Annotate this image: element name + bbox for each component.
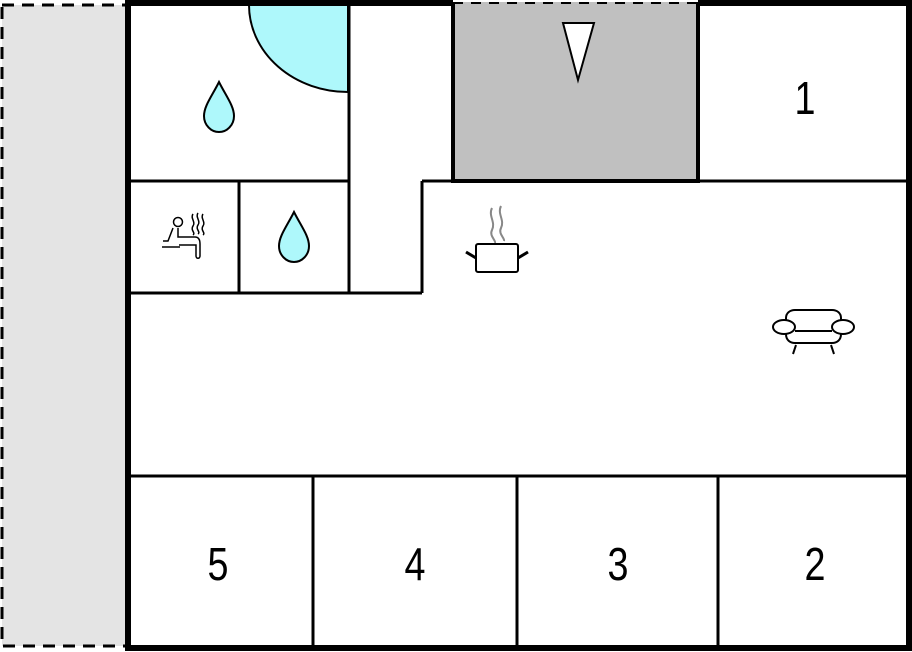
- stair-arrow-icon: [561, 22, 596, 84]
- armchair-icon: [772, 309, 855, 355]
- shower-area: [247, 4, 349, 94]
- water-drop-icon: [202, 79, 236, 134]
- room-label-1: 1: [794, 72, 816, 124]
- room-label-4: 4: [404, 538, 426, 590]
- sauna-icon: [162, 212, 205, 259]
- cooking-pot-icon: [465, 205, 529, 273]
- room-label-2: 2: [804, 538, 826, 590]
- room-label-5: 5: [207, 538, 229, 590]
- water-drop-icon: [277, 209, 311, 264]
- terrace-area: [0, 3, 130, 648]
- room-label-3: 3: [607, 538, 629, 590]
